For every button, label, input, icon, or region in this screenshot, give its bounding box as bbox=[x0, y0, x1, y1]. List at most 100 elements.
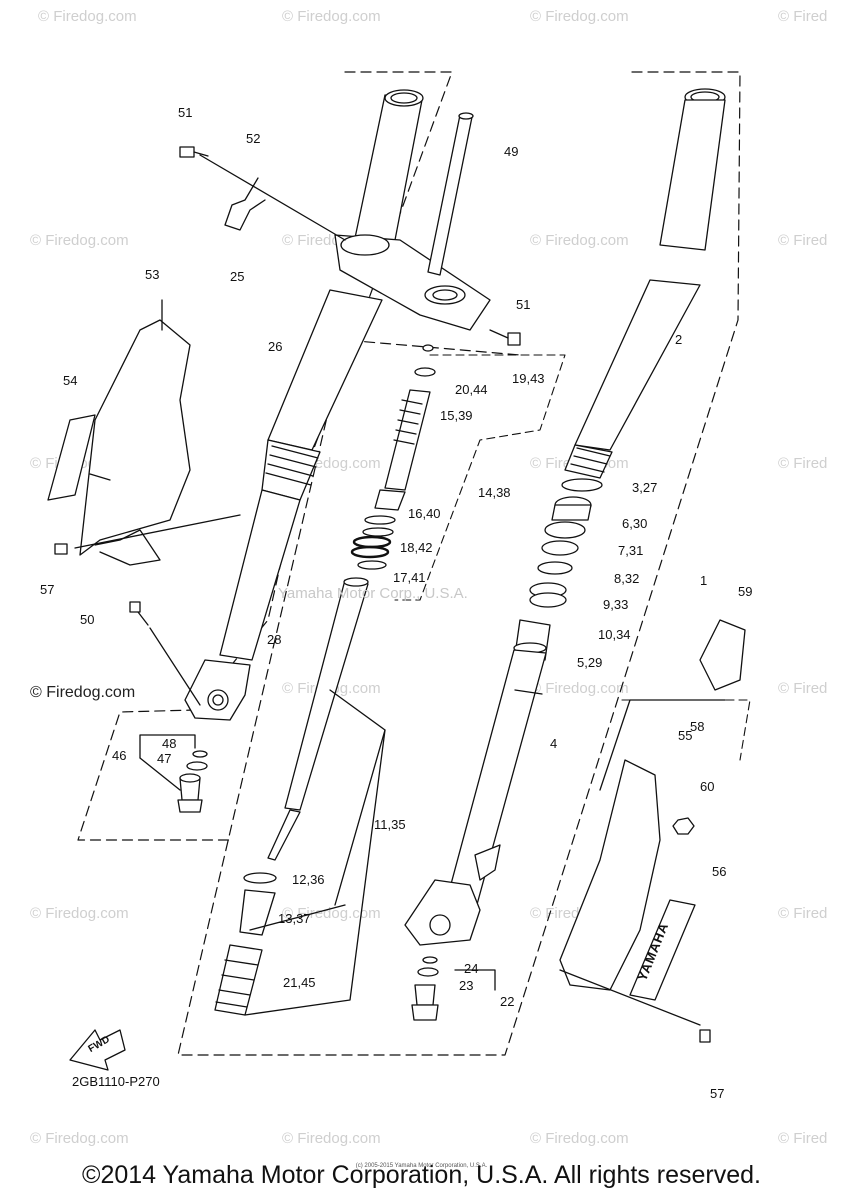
callout-9-33: 9,33 bbox=[603, 597, 629, 612]
cable-guide bbox=[224, 177, 266, 231]
callout-10-34: 10,34 bbox=[598, 627, 631, 642]
guard-protector bbox=[699, 619, 746, 691]
watermark: © Firedog.com bbox=[30, 1130, 129, 1147]
axle-holder-left bbox=[184, 659, 251, 721]
leader-line bbox=[149, 627, 201, 706]
bolt bbox=[129, 601, 149, 626]
watermark: © Fired bbox=[778, 455, 828, 472]
spring-set bbox=[214, 872, 277, 1016]
callout-15-39: 15,39 bbox=[440, 408, 473, 423]
watermark: © Firedog.com bbox=[282, 905, 381, 922]
watermark: © Fired bbox=[778, 8, 828, 25]
watermark: © Firedog.com bbox=[530, 8, 629, 25]
callout-18-42: 18,42 bbox=[400, 540, 433, 555]
callout-3-27: 3,27 bbox=[632, 480, 658, 495]
axle-holder-right bbox=[404, 844, 501, 946]
bracket-line bbox=[599, 699, 726, 791]
fork-seals-right bbox=[514, 478, 603, 661]
callout-14-38: 14,38 bbox=[478, 485, 511, 500]
watermark: © Firedog.com bbox=[30, 905, 129, 922]
yamaha-decal bbox=[629, 899, 696, 1001]
corner-watermark: © Firedog.com bbox=[30, 684, 136, 701]
damper-rod bbox=[267, 577, 369, 861]
bracket-line bbox=[139, 734, 196, 759]
callout-47: 47 bbox=[157, 751, 172, 766]
callout-48: 48 bbox=[162, 736, 177, 751]
callout-28: 28 bbox=[267, 632, 282, 647]
callout-5-29: 5,29 bbox=[577, 655, 603, 670]
callout-1: 1 bbox=[700, 573, 708, 588]
bolt bbox=[54, 543, 68, 555]
leader-line bbox=[559, 969, 701, 1026]
triple-clamp bbox=[334, 234, 491, 331]
seal-rings bbox=[350, 515, 396, 570]
callout-23: 23 bbox=[459, 978, 474, 993]
callout-57: 57 bbox=[40, 582, 55, 597]
callout-51: 51 bbox=[516, 297, 531, 312]
callout-54: 54 bbox=[63, 373, 78, 388]
damper-cartridge bbox=[374, 344, 436, 511]
callout-51: 51 bbox=[178, 105, 193, 120]
leader-line bbox=[89, 473, 111, 481]
drain-bolt-set bbox=[177, 750, 208, 813]
center-watermark: Yamaha Motor Corp., U.S.A. bbox=[278, 585, 468, 602]
callout-11-35: 11,35 bbox=[374, 817, 406, 832]
callout-26: 26 bbox=[268, 339, 283, 354]
callout-19-43: 19,43 bbox=[512, 371, 545, 386]
callout-59: 59 bbox=[738, 584, 753, 599]
callout-49: 49 bbox=[504, 144, 519, 159]
watermark: © Firedog.com bbox=[282, 8, 381, 25]
outer-tube-right-seal-bands bbox=[570, 447, 611, 473]
decal-left bbox=[47, 414, 96, 501]
callout-46: 46 bbox=[112, 748, 127, 763]
callout-7-31: 7,31 bbox=[618, 543, 644, 558]
callout-22: 22 bbox=[500, 994, 515, 1009]
watermark: © Firedog.com bbox=[530, 1130, 629, 1147]
fwd-arrow-icon bbox=[69, 1029, 126, 1071]
callout-16-40: 16,40 bbox=[408, 506, 441, 521]
bracket-line bbox=[244, 729, 386, 1016]
watermark: © Firedog.com bbox=[282, 1130, 381, 1147]
watermark: © Firedog.com bbox=[530, 680, 629, 697]
fine-print: (c) 2005-2015 Yamaha Motor Corporation, … bbox=[355, 1163, 488, 1169]
callout-2: 2 bbox=[675, 332, 683, 347]
watermark: © Firedog.com bbox=[38, 8, 137, 25]
bolt bbox=[489, 329, 521, 346]
callout-13-37: 13,37 bbox=[278, 911, 311, 926]
callout-8-32: 8,32 bbox=[614, 571, 640, 586]
callout-58: 58 bbox=[690, 719, 705, 734]
outer-tube-right bbox=[564, 88, 726, 479]
callout-52: 52 bbox=[246, 131, 261, 146]
group-boundary-right bbox=[177, 71, 741, 1056]
outer-tube-left-seal-bands bbox=[265, 445, 319, 486]
watermark: © Fired bbox=[778, 1130, 828, 1147]
leader-line bbox=[74, 514, 241, 549]
callout-53: 53 bbox=[145, 267, 160, 282]
nut bbox=[672, 817, 695, 835]
diagram-code: 2GB1110-P270 bbox=[72, 1074, 160, 1089]
group-boundary-cartridge bbox=[394, 354, 566, 601]
watermark: © Fired bbox=[778, 232, 828, 249]
leader-line bbox=[139, 757, 181, 791]
watermark: © Fired bbox=[778, 905, 828, 922]
bolt bbox=[179, 146, 209, 158]
watermark: © Firedog.com bbox=[30, 232, 129, 249]
callout-21-45: 21,45 bbox=[283, 975, 316, 990]
callout-57: 57 bbox=[710, 1086, 725, 1101]
callout-56: 56 bbox=[712, 864, 727, 879]
callout-12-36: 12,36 bbox=[292, 872, 325, 887]
watermark: © Firedog.com bbox=[530, 232, 629, 249]
bolt bbox=[699, 1029, 711, 1043]
callout-60: 60 bbox=[700, 779, 715, 794]
callout-6-30: 6,30 bbox=[622, 516, 648, 531]
copyright-footer: ©2014 Yamaha Motor Corporation, U.S.A. A… bbox=[82, 1161, 761, 1189]
watermark: © Fired bbox=[778, 680, 828, 697]
callout-55: 55 bbox=[678, 728, 693, 743]
fork-guard-left bbox=[79, 319, 191, 556]
callout-50: 50 bbox=[80, 612, 95, 627]
drain-bolt-set-right bbox=[411, 956, 439, 1021]
bracket-line bbox=[454, 969, 496, 991]
callout-4: 4 bbox=[550, 736, 558, 751]
leader-line bbox=[249, 904, 346, 931]
